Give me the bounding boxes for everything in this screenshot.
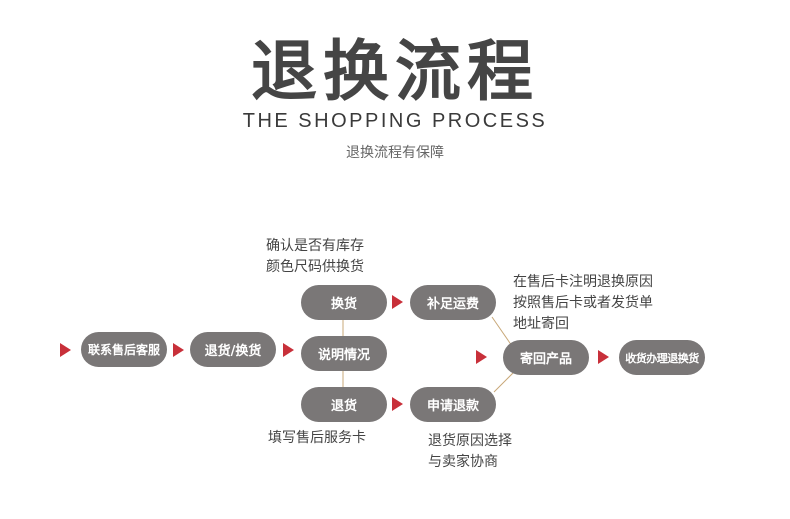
note-line: 确认是否有库存 bbox=[266, 238, 364, 254]
page-title: 退换流程 bbox=[251, 33, 539, 110]
step-exchange: 换货 bbox=[301, 285, 387, 320]
english-subtitle: THE SHOPPING PROCESS bbox=[242, 110, 548, 132]
note-send-back: 在售后卡注明退换原因 按照售后卡或者发货单 地址寄回 bbox=[513, 272, 653, 335]
note-line: 地址寄回 bbox=[513, 316, 569, 332]
note-line: 填写售后服务卡 bbox=[268, 430, 366, 446]
connector-refund-sendback bbox=[493, 370, 516, 393]
note-line: 与卖家协商 bbox=[428, 454, 498, 470]
arrow-icon bbox=[60, 343, 71, 357]
note-exchange: 确认是否有库存 颜色尺码供换货 bbox=[266, 236, 364, 278]
note-line: 颜色尺码供换货 bbox=[266, 259, 364, 275]
note-line: 在售后卡注明退换原因 bbox=[513, 274, 653, 290]
step-refund: 申请退款 bbox=[410, 387, 496, 422]
arrow-icon bbox=[173, 343, 184, 357]
step-choose: 退货/换货 bbox=[190, 332, 276, 367]
note-return: 填写售后服务卡 bbox=[268, 428, 366, 449]
step-shipping: 补足运费 bbox=[410, 285, 496, 320]
connector-shipping-sendback bbox=[491, 316, 513, 347]
step-send-back: 寄回产品 bbox=[503, 340, 589, 375]
arrow-icon bbox=[392, 397, 403, 411]
step-return: 退货 bbox=[301, 387, 387, 422]
arrow-icon bbox=[476, 350, 487, 364]
step-explain: 说明情况 bbox=[301, 336, 387, 371]
arrow-icon bbox=[598, 350, 609, 364]
note-line: 退货原因选择 bbox=[428, 433, 512, 449]
note-refund: 退货原因选择 与卖家协商 bbox=[428, 431, 512, 473]
arrow-icon bbox=[283, 343, 294, 357]
tagline: 退换流程有保障 bbox=[346, 145, 444, 161]
arrow-icon bbox=[392, 295, 403, 309]
note-line: 按照售后卡或者发货单 bbox=[513, 295, 653, 311]
step-receive: 收货办理退换货 bbox=[619, 340, 705, 375]
step-contact: 联系售后客服 bbox=[81, 332, 167, 367]
